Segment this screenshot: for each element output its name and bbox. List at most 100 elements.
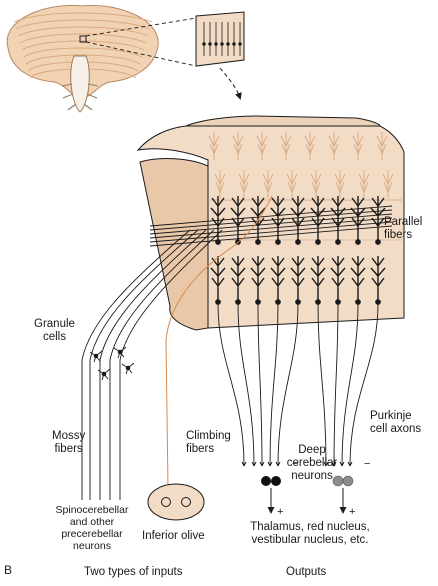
sample-box [79,35,87,43]
purkinje-dendrite [270,256,286,300]
purkinje-axons [217,303,379,467]
label-line: cells [42,331,66,343]
background-purkinje-dendrite [214,170,226,198]
purkinje-axon-terminal [347,461,353,467]
purkinje-soma [255,299,261,305]
label-line: Purkinje [370,410,412,422]
label-line: neurons [291,470,333,482]
purkinje-soma [315,239,321,245]
label-line: cerebellar [286,457,338,469]
inferior-olive-group [147,483,205,521]
parallel-fibers [149,205,393,247]
purkinje-dendrite [370,196,386,240]
purkinje-axon [317,303,327,467]
granule-cell-body [125,365,131,371]
sign-excitatory: + [277,506,284,518]
purkinje-axon [237,303,255,467]
purkinje-dendrite [290,256,306,300]
label-line: cell axons [370,423,422,435]
label-line: Granule [34,318,75,330]
deep-neuron-inhibitory [342,475,354,487]
deep-cerebellar-neurons [261,475,354,514]
parallel-fiber [149,209,393,231]
purkinje-axon-terminal [323,461,329,467]
purkinje-soma [375,239,381,245]
background-purkinje-dendrite [310,170,322,198]
purkinje-soma [315,299,321,305]
purkinje-axon [257,303,263,467]
purkinje-dendrite [230,256,246,300]
purkinje-dendrite [310,256,326,300]
label-line: fibers [54,443,83,455]
climbing-fiber-path [165,195,273,489]
label-granule-cells: Granule cells [34,318,75,344]
purkinje-dendrite [350,256,366,300]
background-purkinje-dendrite [304,132,316,160]
parallel-fiber [149,205,393,227]
label-line: and other [69,516,115,528]
label-line: Deep [298,444,326,456]
background-purkinje-dendrite [232,132,244,160]
background-purkinje-dendrite [238,170,250,198]
granule-cell-body [117,349,123,355]
inset-cell-body [202,42,206,46]
label-line: Spinocerebellar [55,504,129,516]
deep-neuron-excitatory [261,476,271,486]
folium-line [19,33,147,44]
parallel-fiber [149,213,393,235]
background-purkinje-dendrite [286,170,298,198]
purkinje-soma [375,299,381,305]
label-purkinje-axons: Purkinje cell axons [370,410,421,436]
purkinje-dendrite [250,196,266,240]
label-line: Mossy [52,430,86,442]
purkinje-axon-terminal [275,461,281,467]
label-line: neurons [73,540,111,552]
purkinje-dendrite [210,196,226,240]
purkinje-soma [355,239,361,245]
mossy-fiber [99,229,207,500]
purkinje-dendrite [350,196,366,240]
purkinje-axon [349,303,379,467]
background-purkinje-dendrite [358,170,370,198]
parallel-fiber [149,217,393,239]
inset-cell-body [232,42,236,46]
brainstem-nerves [61,83,99,111]
purkinje-axon-terminal [251,461,257,467]
sign-inhibitory: − [292,458,299,470]
folium-line [17,26,149,37]
label-mossy-fibers: Mossy fibers [52,430,85,456]
caption-outputs: Outputs [286,566,327,578]
label-line: Thalamus, red nucleus, [250,521,370,533]
brainstem [70,55,90,113]
background-purkinje-dendrite [352,132,364,160]
folium-line [25,54,141,65]
granule-cell-body [101,371,107,377]
background-purkinje-dendrite [334,170,346,198]
background-purkinje-dendrite [328,132,340,160]
mossy-fiber [81,229,191,500]
folium-line [15,19,151,30]
purkinje-axon-terminal [331,461,337,467]
label-line: fibers [186,443,215,455]
purkinje-soma [215,299,221,305]
purkinje-axon [277,303,299,467]
label-deep-neurons: Deep cerebellar neurons [284,444,340,483]
background-purkinje-dendrite [280,132,292,160]
cortex-back-fold [185,115,381,127]
purkinje-soma [275,299,281,305]
caption-inputs: Two types of inputs [84,566,183,578]
background-purkinje-dendrite [382,170,394,198]
purkinje-axon [269,303,279,467]
label-line: Parallel [384,216,423,228]
granule-cells [89,346,135,381]
label-output-targets: Thalamus, red nucleus, vestibular nucleu… [240,521,380,547]
inset-cell-body [214,42,218,46]
label-line: precerebellar [61,528,123,540]
label-precerebellar: Spinocerebellar and other precerebellar … [44,504,140,552]
parallel-fiber [149,221,393,243]
purkinje-soma [255,239,261,245]
purkinje-soma [275,239,281,245]
purkinje-axon [341,303,359,467]
purkinje-dendrite [230,196,246,240]
